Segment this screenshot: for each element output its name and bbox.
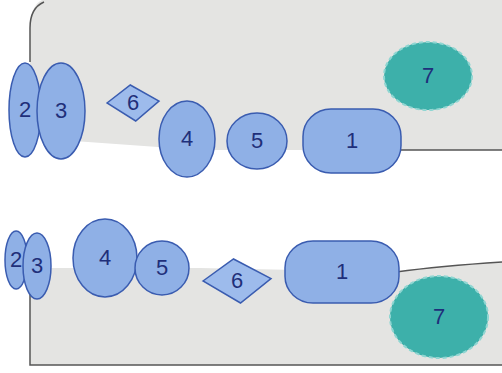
lesion-shape [390,276,488,358]
tooth: 4 [158,100,216,178]
tooth-shape [107,85,159,121]
lower-jaw-outline [396,262,502,272]
callout-number: 2 [19,99,31,121]
lesion-area: 7 [382,40,474,112]
tooth-shape [159,101,215,177]
tooth-shape [285,241,399,303]
tooth-shape [37,63,85,159]
tooth-shape [303,109,401,173]
upper-jaw-outline [30,2,44,62]
callout-number: 4 [181,128,193,150]
tooth: 3 [36,62,86,160]
callout-number: 1 [336,261,348,283]
callout-number: 7 [422,65,434,87]
tooth: 3 [22,232,52,300]
callout-number: 6 [231,270,243,292]
tooth-shape [227,113,287,169]
callout-number: 5 [156,257,168,279]
tooth-shape [9,63,41,157]
tooth: 1 [302,108,402,174]
callout-number: 7 [433,306,445,328]
callout-number: 5 [251,130,263,152]
tooth-shape [135,241,189,295]
tooth: 5 [226,112,288,170]
lesion-shape [384,42,472,110]
tooth: 1 [284,240,400,304]
tooth: 4 [72,218,138,298]
callout-number: 3 [31,255,43,277]
callout-number: 1 [346,130,358,152]
callout-number: 4 [99,247,111,269]
tooth-shape [23,233,51,299]
tooth: 5 [134,240,190,296]
callout-number: 6 [127,92,139,114]
lesion-area: 7 [388,274,490,360]
tooth-shape [73,219,137,297]
callout-number: 3 [55,100,67,122]
tooth: 6 [106,84,160,122]
tooth-shape [203,259,271,303]
upper-jaw-outline [396,149,502,151]
callout-number: 2 [10,249,22,271]
tooth: 6 [202,258,272,304]
